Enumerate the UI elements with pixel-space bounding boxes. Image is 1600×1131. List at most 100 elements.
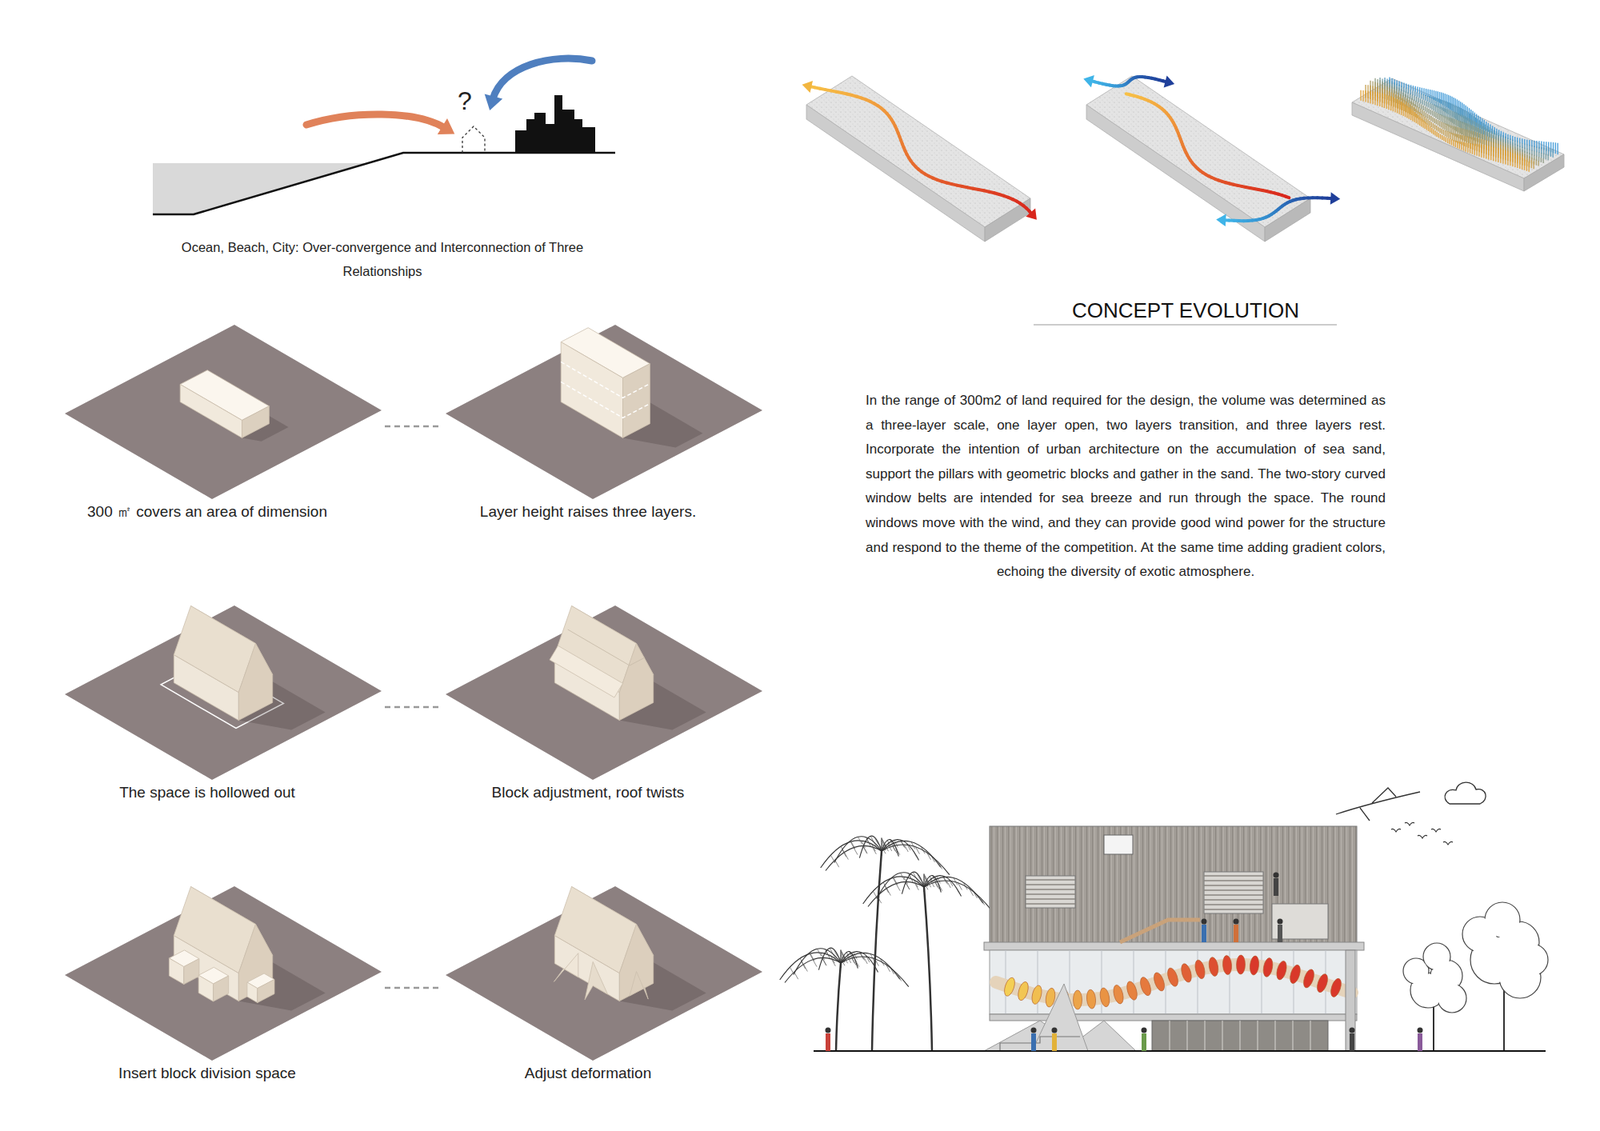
flow-curve (1285, 196, 1289, 199)
palm-frond (818, 948, 841, 970)
plate-ground (64, 605, 382, 780)
wind-fin (1420, 108, 1421, 115)
palm-leaflet (822, 958, 827, 966)
wind-fin (1449, 124, 1451, 133)
step-panel: The space is hollowed out (63, 602, 384, 806)
step-panel: Layer height raises three layers. (444, 321, 764, 525)
wind-fin (1441, 107, 1443, 116)
massing-model (160, 606, 326, 731)
wind-fin (1512, 152, 1513, 167)
palm-frond (876, 872, 924, 900)
wind-fin (1524, 139, 1525, 145)
wind-fin (1519, 138, 1520, 144)
round-window (1288, 964, 1303, 985)
palm-frond (840, 956, 909, 988)
wind-fin (1436, 125, 1437, 131)
wind-fin (1485, 145, 1487, 160)
site-plate (444, 602, 764, 788)
wind-fin (1528, 161, 1529, 172)
step-panel: Insert block division space (63, 883, 384, 1087)
massing-model (549, 606, 707, 731)
wind-fin (1444, 130, 1446, 136)
bird (1431, 828, 1441, 832)
box-side (1086, 104, 1265, 242)
wind-fin (1412, 110, 1413, 121)
palm-leaflet (927, 852, 932, 860)
wind-fin (1497, 148, 1499, 163)
question-mark: ? (452, 86, 477, 116)
wind-fin (1433, 111, 1435, 117)
palm-leaflet (850, 840, 855, 848)
wind-fin (1476, 144, 1477, 156)
layer-line (560, 362, 650, 399)
round-window (1016, 980, 1030, 1002)
palm-leaflet (871, 844, 876, 852)
wind-fin (1439, 120, 1440, 127)
louver (1025, 898, 1076, 900)
wind-fin (1428, 102, 1429, 108)
mass-face (619, 924, 653, 1002)
arrow-head (1216, 214, 1227, 228)
wind-fin (1432, 110, 1433, 116)
site-plate (444, 321, 764, 508)
wind-fin (1488, 145, 1489, 160)
slab (989, 1014, 1357, 1021)
tree-canopy-fill (1517, 945, 1548, 976)
louver (1204, 904, 1264, 905)
wind-fin (1432, 129, 1434, 136)
mullion (1310, 1020, 1312, 1052)
massing-model (553, 887, 706, 1012)
person (1052, 1033, 1057, 1052)
wind-fin (1420, 93, 1422, 100)
palm-leaflet (915, 847, 920, 855)
wind-fin (1360, 90, 1361, 101)
wind-fin (1436, 98, 1437, 108)
palm-leaflet (809, 952, 814, 960)
wind-fin (1379, 92, 1380, 107)
tree-canopy-fill (1424, 944, 1450, 970)
palm-frond (825, 845, 882, 871)
wind-fin (1408, 84, 1409, 89)
wind-fin (1440, 121, 1442, 128)
wind-fin (1528, 140, 1530, 146)
wind-fin (1419, 116, 1420, 126)
wind-fin (1443, 129, 1444, 136)
mullion (1257, 1020, 1259, 1052)
palm-leaflet (789, 967, 794, 975)
wind-fin (1429, 103, 1431, 109)
wind-fin (1438, 106, 1440, 115)
wind-fin (1452, 140, 1454, 147)
wind-fin (1432, 123, 1434, 128)
wind-fin (1448, 124, 1449, 133)
wind-fin (1426, 123, 1428, 130)
site-plate (63, 321, 384, 508)
wind-fin (1419, 103, 1420, 108)
louver-window (1204, 872, 1264, 914)
wind-fin (1424, 100, 1425, 106)
wind-fin (1420, 104, 1422, 110)
box-top (806, 76, 1031, 228)
palm-leaflet (955, 886, 960, 894)
palm-leaflet (912, 850, 917, 858)
glass-band (989, 950, 1357, 1015)
wind-fin (1490, 146, 1492, 160)
palm-leaflet (826, 951, 831, 959)
person (1277, 924, 1283, 943)
slab (984, 942, 1364, 951)
wind-fin (1421, 88, 1423, 95)
wind-fin (1445, 124, 1447, 132)
wind-fin (1450, 132, 1452, 140)
mullion (1132, 950, 1134, 1015)
mass-face (180, 384, 242, 439)
wind-fin (1425, 88, 1427, 96)
louver (1025, 893, 1076, 895)
wind-fin (1404, 104, 1406, 118)
louver-window (1025, 876, 1076, 908)
wind-fin (1521, 157, 1523, 170)
wind-fin (1453, 133, 1455, 142)
plane-sketch (1336, 788, 1420, 821)
sheet-title: CONCEPT EVOLUTION (1025, 297, 1346, 324)
wind-fin (1425, 101, 1427, 107)
palm-leaflet (914, 883, 919, 891)
palm-frond (868, 881, 924, 907)
